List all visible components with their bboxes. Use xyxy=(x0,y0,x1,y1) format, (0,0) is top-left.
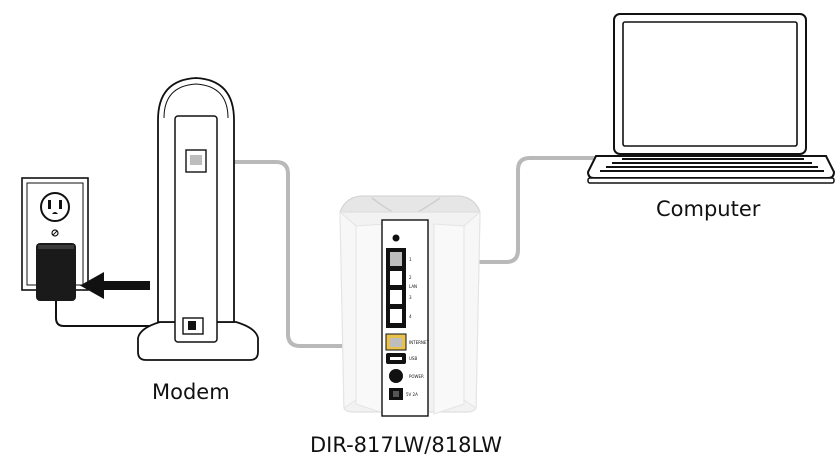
router-device xyxy=(339,195,481,417)
ethernet-cable-router-computer xyxy=(398,156,602,264)
modem-device xyxy=(137,77,259,361)
modem-label: Modem xyxy=(152,380,230,404)
arrow-left-icon xyxy=(80,272,150,299)
laptop-device xyxy=(586,13,836,184)
port-label-usb: USB xyxy=(409,356,417,361)
keyboard-keys xyxy=(600,158,824,172)
port-label-3: 3 xyxy=(409,295,412,300)
port-label-lan: LAN xyxy=(409,284,417,289)
port-label-1: 1 xyxy=(409,257,412,262)
port-label-4: 4 xyxy=(409,314,412,319)
router-port-labels: 1 2 LAN 3 4 INTERNET USB POWER 5V 2A xyxy=(406,257,429,397)
port-label-dc-in: 5V 2A xyxy=(406,392,418,397)
port-label-power: POWER xyxy=(409,374,424,379)
router-label: DIR-817LW/818LW xyxy=(310,433,502,457)
computer-label: Computer xyxy=(656,197,761,221)
port-label-2: 2 xyxy=(409,275,412,280)
port-label-internet: INTERNET xyxy=(409,340,429,345)
ethernet-cable-modem-router xyxy=(206,160,394,348)
